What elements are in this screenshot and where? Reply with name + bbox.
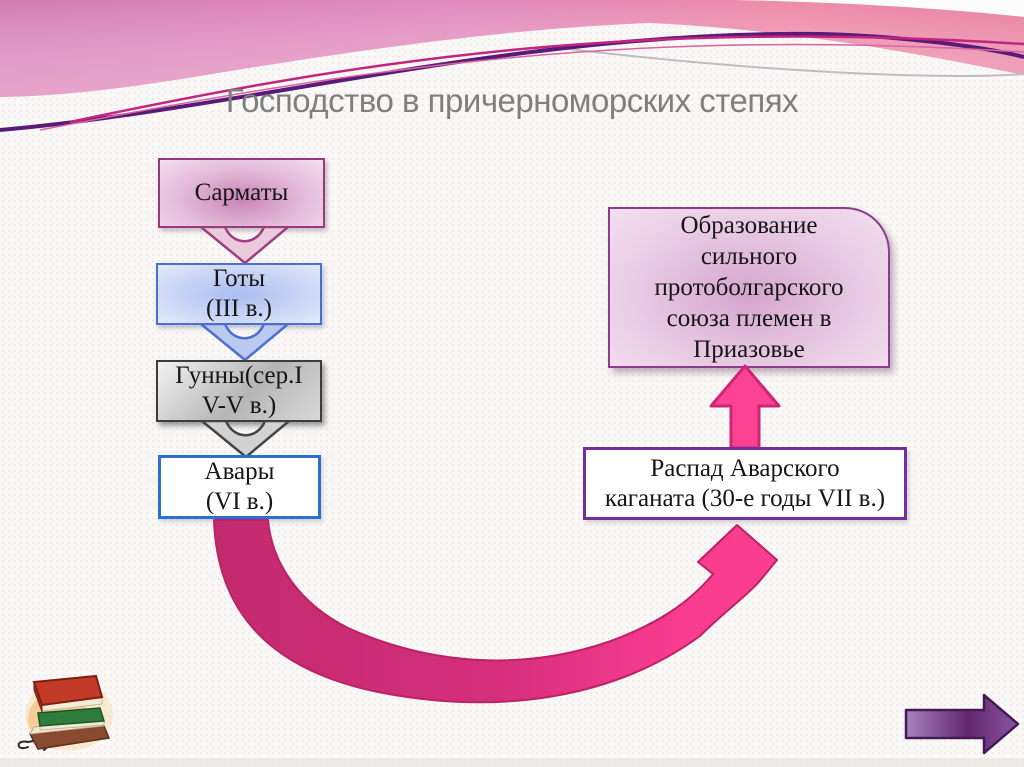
flow-box-goty: Готы (III в.) <box>156 263 322 325</box>
next-arrow-icon[interactable] <box>898 690 1024 760</box>
flow-box-avary-label: Авары (VI в.) <box>204 458 275 515</box>
flow-box-goty-label: Готы (III в.) <box>206 265 272 322</box>
arrow-down-connector-1 <box>200 227 289 265</box>
result-box-protobulgarian-union: Образование сильного протоболгарского со… <box>608 207 890 368</box>
flow-box-sarmaty-label: Сарматы <box>194 179 289 206</box>
flow-box-avary: Авары (VI в.) <box>158 455 321 519</box>
cause-box-avar-khaganate: Распад Аварского каганата (30-е годы VII… <box>583 447 907 520</box>
arrow-down-connector-3 <box>201 421 290 459</box>
result-box-label: Образование сильного протоболгарского со… <box>654 212 844 363</box>
flow-box-gunny: Гунны(сер.I V-V в.) <box>156 360 322 422</box>
arrow-down-connector-2 <box>200 324 289 362</box>
flow-box-sarmaty: Сарматы <box>158 158 325 228</box>
decorative-wave <box>0 0 1024 132</box>
slide-bottom-edge <box>0 758 1024 767</box>
flow-box-gunny-label: Гунны(сер.I V-V в.) <box>175 362 303 419</box>
cause-box-label: Распад Аварского каганата (30-е годы VII… <box>604 454 886 512</box>
slide-title: Господство в причерноморских степях <box>225 82 799 119</box>
books-icon <box>17 674 113 751</box>
arrow-up-connector <box>709 364 781 450</box>
